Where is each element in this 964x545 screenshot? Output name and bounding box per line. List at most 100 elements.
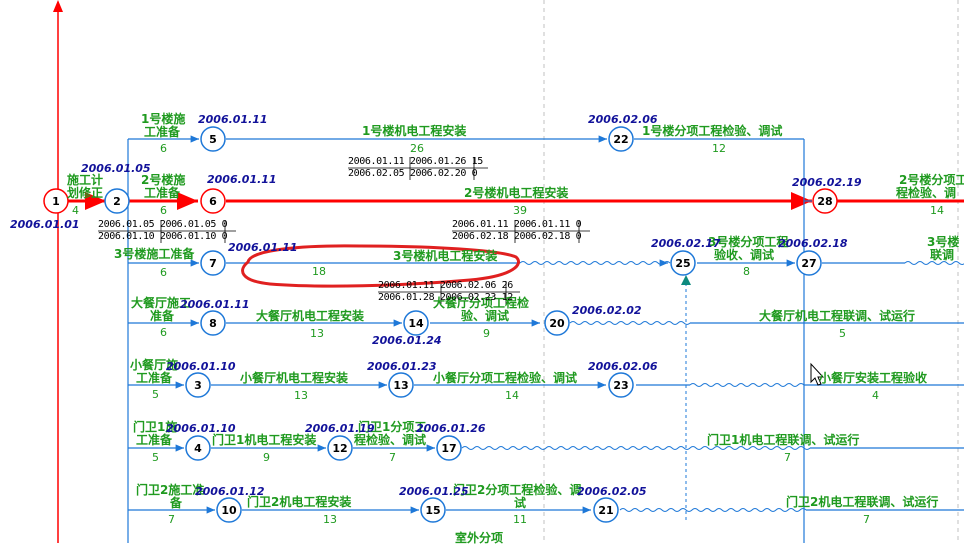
free-float-wave: [569, 321, 691, 325]
task-label: 室外分项: [455, 531, 504, 545]
task-label: 小餐厅机电工程安装: [240, 371, 349, 385]
task-label: 门卫1机电工程联调、试运行: [707, 433, 860, 447]
task-duration: 26: [410, 142, 424, 155]
date-label: 2006.01.11: [180, 298, 250, 311]
svg-text:12: 12: [332, 442, 347, 455]
svg-text:21: 21: [598, 504, 613, 517]
task-label: 大餐厅机电工程联调、试运行: [759, 309, 916, 323]
node-12[interactable]: 12: [327, 435, 353, 461]
time-params-row: 2006.02.18 2006.02.18 0: [452, 231, 582, 242]
node-25[interactable]: 25: [670, 250, 696, 276]
task-label: 门卫2机电工程安装: [247, 495, 352, 509]
axis-arrow-icon: [53, 0, 63, 12]
svg-text:5: 5: [209, 133, 217, 146]
task-label: 试: [514, 496, 527, 510]
task-duration: 9: [263, 451, 270, 464]
task-duration: 7: [168, 513, 175, 526]
svg-text:8: 8: [209, 317, 217, 330]
task-duration: 7: [784, 451, 791, 464]
task-label: 2号楼机电工程安装: [464, 186, 569, 200]
svg-text:20: 20: [549, 317, 565, 330]
svg-text:4: 4: [194, 442, 202, 455]
node-15[interactable]: 15: [420, 497, 446, 523]
task-label: 小餐厅分项工程检验、调试: [433, 371, 578, 385]
node-10[interactable]: 10: [216, 497, 242, 523]
node-13[interactable]: 13: [388, 372, 414, 398]
date-label: 2006.01.23: [367, 360, 437, 373]
svg-text:3: 3: [194, 379, 202, 392]
date-label: 2006.02.06: [588, 360, 658, 373]
task-duration: 11: [513, 513, 527, 526]
node-2[interactable]: 2: [104, 188, 130, 214]
highlight-ellipse: [241, 244, 520, 288]
node-14[interactable]: 14: [403, 310, 429, 336]
task-label: 程检验、调: [896, 186, 957, 200]
task-duration: 14: [505, 389, 519, 402]
task-label: 1号楼施: [141, 112, 186, 126]
task-duration: 18: [312, 265, 326, 278]
svg-text:15: 15: [425, 504, 440, 517]
date-label: 2006.02.02: [572, 304, 642, 317]
task-duration: 12: [712, 142, 726, 155]
node-8[interactable]: 8: [200, 310, 226, 336]
task-label: 大餐厅机电工程安装: [256, 309, 365, 323]
date-label: 2006.01.01: [10, 218, 80, 231]
node-27[interactable]: 27: [796, 250, 822, 276]
time-params-row: 2006.01.05 2006.01.05 0: [98, 219, 228, 230]
task-label: 门卫1机电工程安装: [212, 433, 317, 447]
task-duration: 5: [152, 388, 159, 401]
task-label: 划修正: [67, 186, 104, 200]
task-label: 3号楼施工准备: [114, 247, 195, 261]
task-label: 3号楼: [927, 235, 960, 249]
svg-text:28: 28: [817, 195, 832, 208]
date-label: 2006.02.17: [651, 237, 721, 250]
task-duration: 6: [160, 204, 167, 217]
node-4[interactable]: 4: [185, 435, 211, 461]
task-duration: 6: [160, 142, 167, 155]
time-params-row: 2006.01.28 2006.02.23 12: [378, 292, 513, 303]
node-20[interactable]: 20: [544, 310, 570, 336]
date-label: 2006.01.12: [195, 485, 265, 498]
task-label: 施工计: [67, 173, 104, 187]
task-duration: 5: [839, 327, 846, 340]
node-6[interactable]: 6: [200, 188, 226, 214]
node-28[interactable]: 28: [812, 188, 838, 214]
task-label: 验、调试: [461, 309, 510, 323]
task-label: 工准备: [136, 371, 173, 385]
svg-text:13: 13: [393, 379, 408, 392]
svg-text:14: 14: [408, 317, 424, 330]
free-float-wave: [461, 446, 811, 450]
node-17[interactable]: 17: [436, 435, 462, 461]
task-duration: 14: [930, 204, 944, 217]
node-23[interactable]: 23: [608, 372, 634, 398]
date-label: 2006.01.19: [305, 422, 375, 435]
svg-text:2: 2: [113, 195, 121, 208]
task-label: 程检验、调试: [354, 433, 427, 447]
task-label: 2号楼分项工: [899, 173, 964, 187]
task-duration: 7: [389, 451, 396, 464]
task-label: 小餐厅施: [130, 358, 179, 372]
free-float-wave: [619, 508, 807, 512]
node-22[interactable]: 22: [608, 126, 634, 152]
date-label: 2006.01.24: [372, 334, 442, 347]
date-label: 2006.01.10: [166, 360, 236, 373]
node-3[interactable]: 3: [185, 372, 211, 398]
free-float-wave: [519, 261, 671, 265]
task-duration: 5: [152, 451, 159, 464]
svg-text:23: 23: [613, 379, 628, 392]
task-duration: 4: [872, 389, 879, 402]
task-label: 大餐厅施工: [131, 296, 192, 310]
task-label: 2号楼施: [141, 173, 186, 187]
node-21[interactable]: 21: [593, 497, 619, 523]
task-duration: 13: [323, 513, 337, 526]
node-7[interactable]: 7: [200, 250, 226, 276]
free-float-wave: [904, 261, 964, 265]
task-duration: 4: [72, 204, 79, 217]
date-label: 2006.01.10: [166, 422, 236, 435]
node-1[interactable]: 1: [43, 188, 69, 214]
node-5[interactable]: 5: [200, 126, 226, 152]
time-params-row: 2006.01.10 2006.01.10 0: [98, 231, 228, 242]
task-label: 门卫2机电工程联调、试运行: [786, 495, 939, 509]
task-label: 小餐厅安装工程验收: [819, 371, 928, 385]
